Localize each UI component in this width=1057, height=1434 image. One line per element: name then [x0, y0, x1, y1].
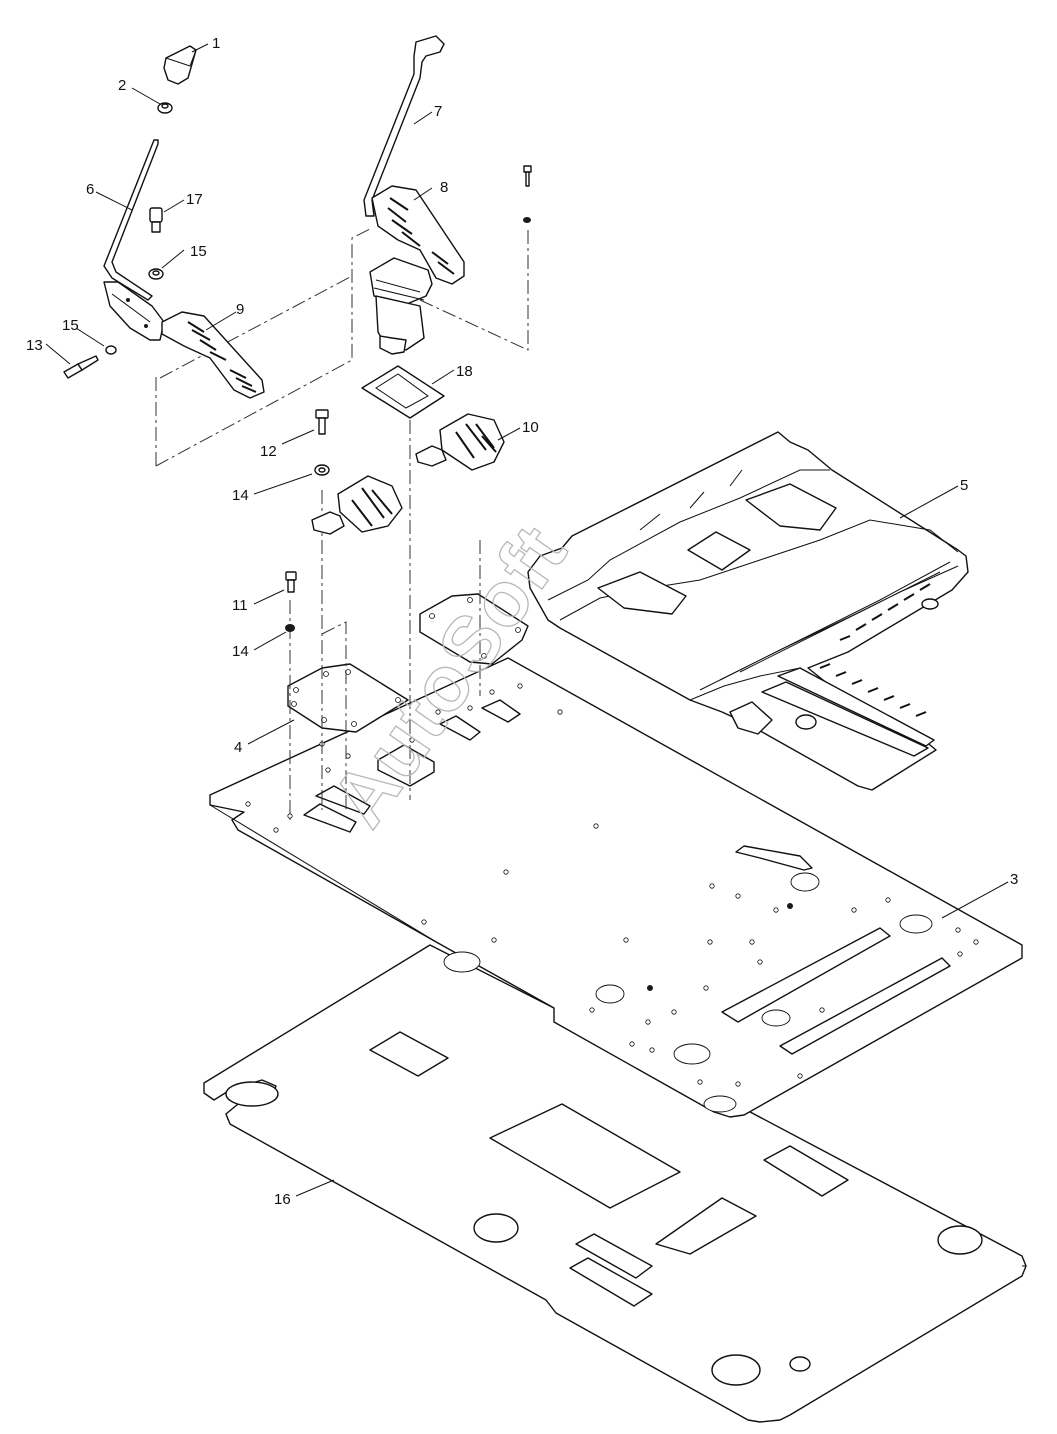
- callout-4: 4: [234, 739, 242, 756]
- callout-10: 10: [522, 419, 539, 436]
- part-1-knob: [163, 45, 197, 85]
- callout-17: 17: [186, 191, 203, 208]
- callout-18: 18: [456, 363, 473, 380]
- callout-15-lower: 15: [62, 317, 79, 334]
- callout-12: 12: [260, 443, 277, 460]
- part-11-bolt: [285, 571, 297, 593]
- part-12-bolt: [315, 409, 329, 435]
- callout-8: 8: [440, 179, 448, 196]
- part-15-washer: [105, 268, 164, 355]
- part-16-floor-mat: [203, 944, 1027, 1423]
- callout-7: 7: [434, 103, 442, 120]
- part-4-mounting-plate: [287, 663, 409, 733]
- part-3-floor-plate: [209, 657, 1023, 1118]
- callout-16: 16: [274, 1191, 291, 1208]
- callout-labels: 1 2 3 4 5 6 7 8 9 10 11 12 13 14 14 15 1…: [26, 35, 1018, 1208]
- callout-13: 13: [26, 337, 43, 354]
- callout-14-lower: 14: [232, 643, 249, 660]
- part-5-cab-floor-cover: [527, 431, 969, 791]
- part-17-bolt: [149, 207, 163, 233]
- callout-3: 3: [1010, 871, 1018, 888]
- part-10-pedal-stop: [415, 413, 505, 471]
- callout-11: 11: [232, 597, 248, 614]
- part-8-right-pedal-valve: [369, 185, 465, 355]
- part-18-gasket: [361, 365, 445, 419]
- callout-leaders: [45, 43, 1009, 1197]
- part-6-left-lever: [103, 139, 165, 341]
- part-14-washer: [314, 464, 330, 476]
- callout-1: 1: [212, 35, 220, 52]
- part-13-screw: [63, 355, 99, 379]
- part-14-washer-lower: [285, 624, 295, 632]
- part-2-nut: [157, 102, 173, 114]
- callout-9: 9: [236, 301, 244, 318]
- callout-2: 2: [118, 77, 126, 94]
- assembly-center-lines: [155, 227, 529, 820]
- callout-15-upper: 15: [190, 243, 207, 260]
- part-plate-upper: [419, 593, 529, 665]
- callout-5: 5: [960, 477, 968, 494]
- bolt-right-top: [523, 165, 532, 223]
- callout-14-upper: 14: [232, 487, 249, 504]
- callout-6: 6: [86, 181, 94, 198]
- part-pedal-stop-left: [311, 475, 403, 535]
- part-9-left-pedal: [161, 311, 265, 399]
